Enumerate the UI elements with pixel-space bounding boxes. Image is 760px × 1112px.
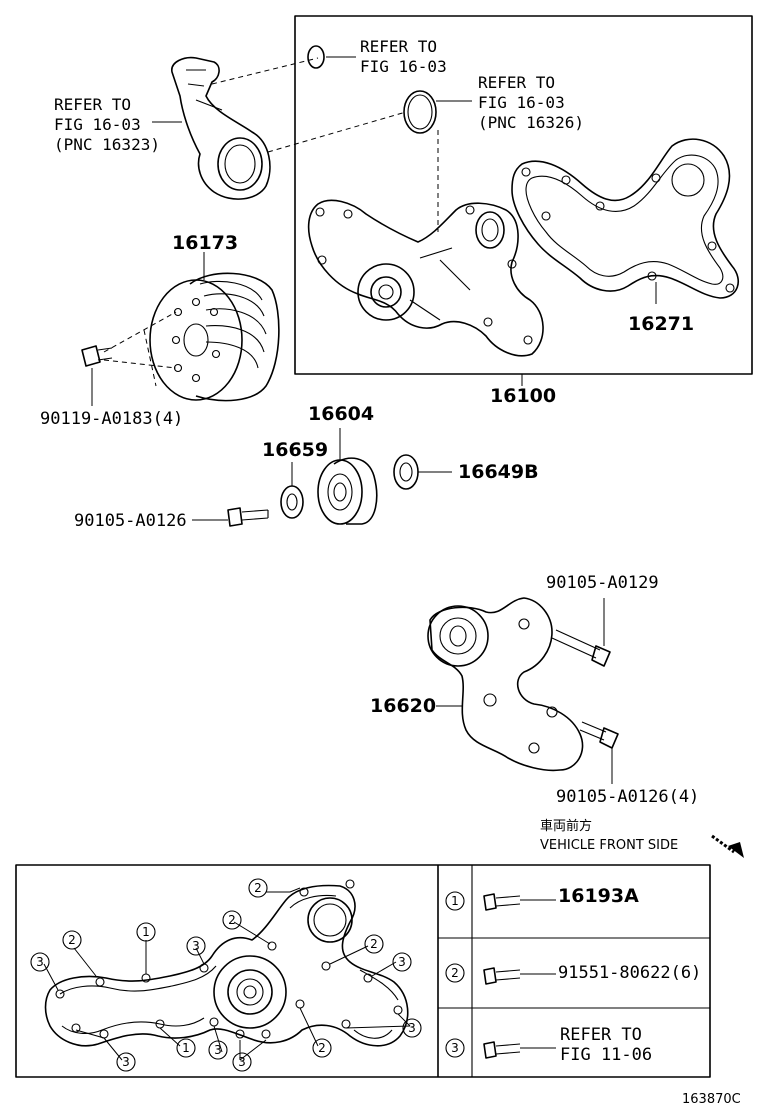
callout-2-bottom-right: 2 [312,1038,332,1058]
svg-text:3: 3 [214,1043,222,1057]
svg-text:3: 3 [192,939,200,953]
label-16271: 16271 [628,313,694,335]
refer-b-line-1: REFER TO [478,73,555,92]
legend-row-2: 2 91551-80622(6) [445,963,701,985]
vehicle-front-arrow-icon [711,834,744,858]
label-90105-a0126-4: 90105-A0126(4) [556,787,699,807]
callout-2-top: 2 [248,878,268,898]
callout-3-bottom-right: 3 [402,1018,422,1038]
label-16659: 16659 [262,439,328,461]
legend-part-number: 91551-80622(6) [558,963,701,983]
callout-leaders [43,887,411,1061]
callout-2-left: 2 [62,930,82,950]
o-ring-small [307,45,325,69]
belt-tensioner [427,597,584,772]
water-pump-gasket [511,138,740,299]
bolt-layout-frame [15,864,711,1078]
svg-text:3: 3 [122,1055,130,1069]
figure-code: 163870C [682,1092,741,1107]
idler-spacer [280,485,304,519]
callout-3-bottom-left: 3 [116,1052,136,1072]
refer-c-line-3: (PNC 16323) [54,135,160,154]
legend-part-number: 16193A [558,885,639,907]
legend-key: 3 [451,1041,459,1055]
legend-row-3: 3 REFER TO FIG 11-06 [445,1025,652,1065]
o-ring-large [403,90,437,134]
callout-2-right: 2 [364,934,384,954]
label-90105-a0126: 90105-A0126 [74,511,187,531]
legend-key-circle [445,1038,465,1058]
pulley-bolt [81,345,113,367]
callout-3-right: 3 [392,952,412,972]
svg-text:3: 3 [398,955,406,969]
legend-row-1: 1 16193A [445,885,639,911]
vehicle-front-jp: 車両前方 [540,818,592,834]
housing-dash-2 [267,111,407,153]
idler-bolt [227,507,269,527]
idler-cover-plate [393,454,419,490]
refer-b-line-3: (PNC 16326) [478,113,584,132]
callout-2-upper-mid: 2 [222,910,242,930]
callout-3-bottom-mid: 3 [232,1052,252,1072]
svg-text:3: 3 [408,1021,416,1035]
svg-text:3: 3 [36,955,44,969]
housing-dash-1 [211,57,319,85]
svg-text:1: 1 [142,925,150,939]
refer-a-line-1: REFER TO [360,37,437,56]
svg-text:2: 2 [68,933,76,947]
legend-key-circle [445,891,465,911]
callout-3-bottom-center: 3 [208,1040,228,1060]
tensioner-bolt-short [579,721,619,749]
water-pump-assy [307,199,544,357]
svg-text:2: 2 [370,937,378,951]
bolt-icon [483,893,521,911]
refer-c-line-2: FIG 16-03 [54,115,141,134]
refer-b-line-2: FIG 16-03 [478,93,565,112]
water-pump-kit-frame [294,15,753,375]
label-16649b: 16649B [458,461,539,483]
callout-3-far-left: 3 [30,952,50,972]
callout-1-left: 1 [136,922,156,942]
label-16173: 16173 [172,232,238,254]
svg-text:2: 2 [254,881,262,895]
legend-key-circle [445,963,465,983]
pulley-bolt-dash [103,311,177,387]
legend-refer-line-1: REFER TO [560,1025,642,1045]
legend-key: 2 [451,966,459,980]
label-90105-a0129: 90105-A0129 [546,573,659,593]
svg-text:2: 2 [228,913,236,927]
label-90119-a0183: 90119-A0183(4) [40,409,183,429]
bolt-icon [483,1041,521,1059]
label-16100: 16100 [490,385,556,407]
legend-key: 1 [451,894,459,908]
label-16604: 16604 [308,403,374,425]
callout-3-left-mid: 3 [186,936,206,956]
refer-a-line-2: FIG 16-03 [360,57,447,76]
bolt-icon [483,967,521,985]
refer-c-line-1: REFER TO [54,95,131,114]
idler-pulley [317,457,378,525]
label-16620: 16620 [370,695,436,717]
callout-1-bottom: 1 [176,1038,196,1058]
svg-text:2: 2 [318,1041,326,1055]
legend-divider-h [438,937,710,1009]
legend-refer-line-2: FIG 11-06 [560,1045,652,1065]
svg-text:1: 1 [182,1041,190,1055]
water-inlet-housing [171,56,271,200]
vehicle-front-en: VEHICLE FRONT SIDE [540,838,678,853]
bolt-layout-pump-outline [44,879,409,1047]
svg-text:3: 3 [238,1055,246,1069]
tensioner-bolt-long [551,629,611,667]
water-pump-pulley [149,272,280,402]
